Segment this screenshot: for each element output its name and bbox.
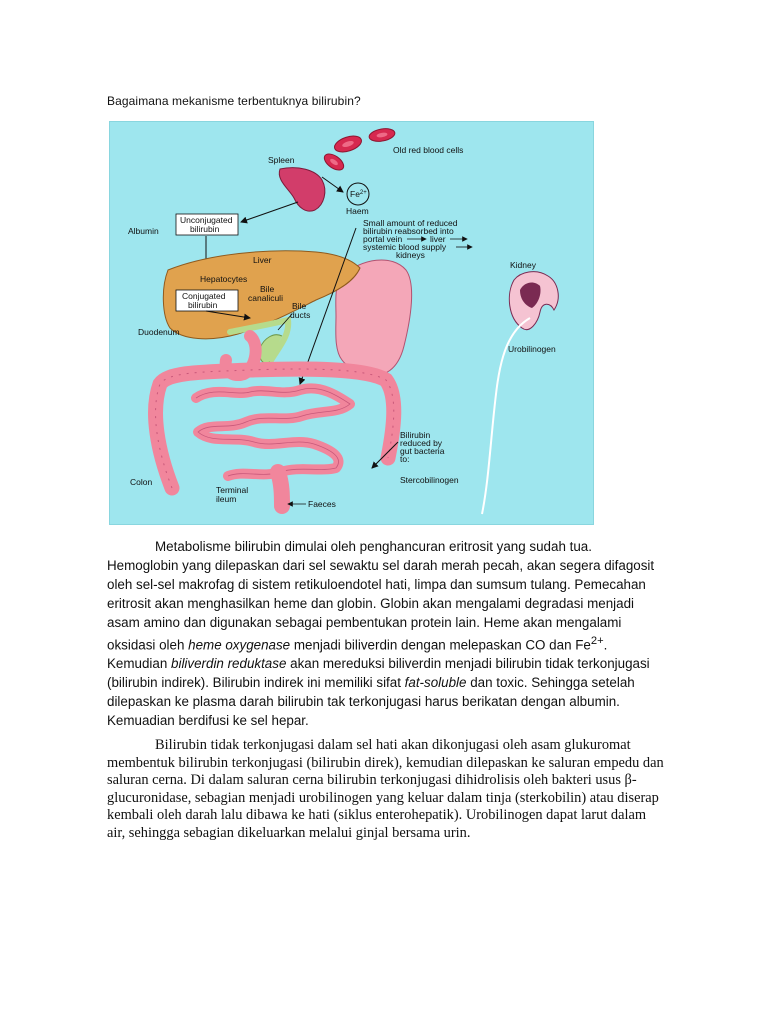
bilirubin-metabolism-diagram: Old red blood cells Spleen Fe2+ Haem Alb… (109, 121, 594, 525)
unconjugated-bilirubin-box (175, 213, 239, 236)
svg-text:bilirubin reabsorbed into: bilirubin reabsorbed into (363, 226, 454, 236)
faeces-label: Faeces (308, 499, 336, 509)
svg-text:canaliculi: canaliculi (248, 293, 283, 303)
svg-text:ileum: ileum (216, 494, 236, 504)
old-rbc-label: Old red blood cells (393, 145, 463, 155)
svg-text:Small amount of reduced: Small amount of reduced (363, 218, 458, 228)
svg-text:Bile: Bile (260, 284, 274, 294)
fe-circle (346, 182, 370, 206)
spleen-label: Spleen (268, 155, 295, 165)
svg-text:Terminal: Terminal (216, 485, 248, 495)
liver-organ (162, 250, 361, 340)
svg-text:Bile: Bile (292, 301, 306, 311)
duodenum-label: Duodenum (138, 327, 180, 337)
paragraph-2: Bilirubin tidak terkonjugasi dalam sel h… (107, 737, 664, 841)
haem-label: Haem (346, 206, 369, 216)
svg-text:systemic blood supply: systemic blood supply (363, 242, 447, 252)
svg-text:Conjugated: Conjugated (182, 291, 226, 301)
svg-text:kidneys: kidneys (396, 250, 425, 260)
paragraph-1: Metabolisme bilirubin dimulai oleh pengh… (107, 539, 655, 729)
hepatocytes-label: Hepatocytes (200, 274, 247, 284)
kidney-label: Kidney (510, 260, 537, 270)
svg-text:to:: to: (400, 454, 409, 464)
svg-text:gut bacteria: gut bacteria (400, 446, 445, 456)
colon-label: Colon (130, 477, 152, 487)
urobilinogen-label: Urobilinogen (508, 344, 556, 354)
svg-text:Fe2+: Fe2+ (350, 189, 367, 199)
svg-text:bilirubin: bilirubin (190, 224, 220, 234)
svg-text:portal vein: portal vein (363, 234, 402, 244)
question-heading: Bagaimana mekanisme terbentuknya bilirub… (107, 94, 361, 108)
ureter (481, 317, 531, 515)
rectum-organ (270, 464, 290, 514)
svg-text:bilirubin: bilirubin (188, 300, 218, 310)
albumin-label: Albumin (128, 226, 159, 236)
svg-text:Unconjugated: Unconjugated (180, 215, 233, 225)
svg-text:Bilirubin: Bilirubin (400, 430, 431, 440)
liver-label: Liver (253, 255, 272, 265)
stercobilinogen-label: Stercobilinogen (400, 475, 459, 485)
svg-text:reduced by: reduced by (400, 438, 443, 448)
spleen-organ (278, 167, 326, 212)
small-intestine (191, 383, 355, 481)
bile-duct (227, 316, 292, 365)
svg-text:ducts: ducts (290, 310, 310, 320)
svg-text:liver: liver (430, 234, 446, 244)
